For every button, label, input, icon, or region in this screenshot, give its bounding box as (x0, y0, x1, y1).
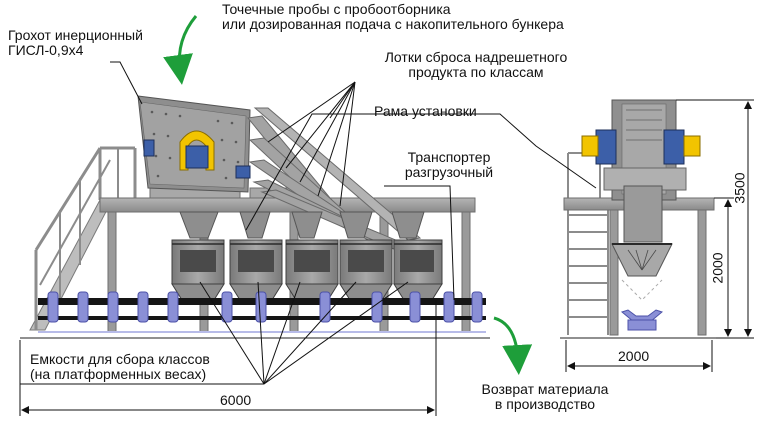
dimension-height-total: 3500 (731, 172, 748, 204)
dimension-length: 6000 (220, 392, 252, 408)
containers-label-line-1: Емкости для сбора классов (30, 351, 210, 367)
screen-label-line-2: ГИСЛ-0,9х4 (8, 42, 84, 58)
samples-label: Точечные пробы с пробоотборника или дози… (222, 2, 564, 32)
trays-label-line-2: продукта по классам (408, 64, 544, 80)
containers-label-line-2: (на платформенных весах) (30, 366, 207, 382)
discharge-conveyor (38, 291, 486, 333)
collection-containers (171, 239, 443, 301)
sample-feed-arrow (163, 15, 198, 85)
samples-label-line-2: или дозированная подача с накопительного… (222, 16, 564, 32)
containers-label: Емкости для сбора классов (на платформен… (30, 352, 210, 382)
vibrating-screen (137, 95, 251, 193)
conveyor-label-line-2: разгрузочный (404, 164, 494, 180)
dimension-height-platform: 2000 (709, 252, 726, 284)
frame-label: Рама установки (374, 103, 477, 119)
dimension-lines (19, 99, 754, 416)
flow-arrows (163, 15, 533, 375)
end-funnel (611, 243, 673, 301)
end-conveyor (620, 309, 664, 331)
screen-label: Грохот инерционный ГИСЛ-0,9х4 (8, 28, 143, 58)
conveyor-label: Транспортер разгрузочный (384, 150, 514, 180)
leader-lines (20, 61, 597, 385)
trays-label-line-1: Лотки сброса надрешетного (384, 49, 568, 65)
samples-label-line-1: Точечные пробы с пробоотборника (222, 1, 451, 17)
hoppers (179, 211, 425, 239)
side-view (20, 95, 490, 339)
end-view (560, 99, 716, 339)
return-label-line-2: в производство (494, 396, 596, 412)
conveyor-label-line-1: Транспортер (407, 149, 491, 165)
end-screen (581, 99, 701, 243)
dimension-width: 2000 (618, 348, 650, 364)
ladder (567, 152, 609, 335)
material-return-arrow (493, 316, 533, 375)
return-label: Возврат материала в производство (470, 382, 620, 412)
return-label-line-1: Возврат материала (481, 381, 609, 397)
screen-label-line-1: Грохот инерционный (8, 27, 143, 43)
trays-label: Лотки сброса надрешетного продукта по кл… (356, 50, 596, 80)
